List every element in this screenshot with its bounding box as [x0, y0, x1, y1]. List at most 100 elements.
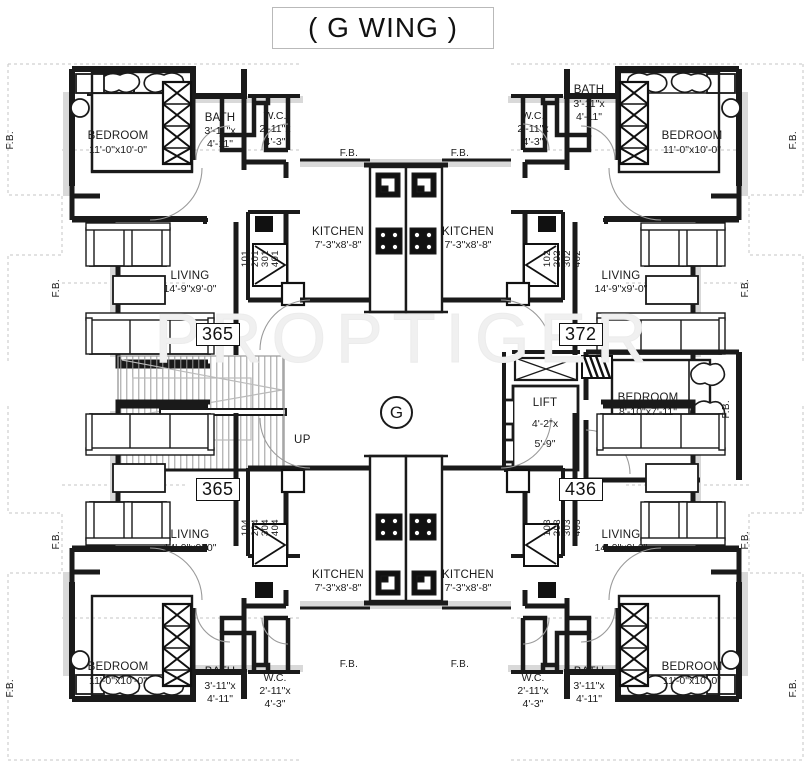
room-dim2-lift: 5'-9" [534, 438, 556, 450]
room-label-lift: LIFT [532, 397, 558, 409]
room-label-bath-bottom-right: BATH [573, 666, 605, 678]
door-swing-bath-top-right [522, 123, 662, 221]
unit-code: 403 [571, 519, 583, 537]
door-swing-bath-bottom-right [522, 547, 662, 645]
room-label-kitchen-top-left: KITCHEN [312, 226, 364, 238]
living-furniture-top-right [596, 222, 726, 355]
fb-label-right-mid-b: F.B. [739, 531, 751, 550]
room-label-kitchen-top-right: KITCHEN [442, 226, 494, 238]
fb-label-left-bottom: F.B. [4, 679, 16, 698]
room-label-bath-top-right: BATH [573, 84, 605, 96]
bath-hatch-bottom-left [161, 602, 193, 688]
room-dim1-wc-top-left: 2'-11"x [259, 123, 291, 135]
unit-code: 404 [269, 519, 281, 537]
room-label-living-top-right: LIVING [601, 270, 641, 282]
unit-code: 402 [571, 250, 583, 268]
room-label-bedroom-bottom-left: BEDROOM [87, 661, 149, 673]
unit-codes-bottom-right: 103 203 303 403 [542, 519, 583, 537]
unit-codes-bottom-left: 104 204 304 404 [240, 519, 281, 537]
page-title: ( G WING ) [308, 12, 458, 43]
room-dim2-bath-top-left: 4'-11" [207, 138, 233, 150]
room-dim2-wc-top-right: 4'-3" [522, 136, 544, 148]
room-dim-living-top-right: 14'-9"x9'-0" [594, 283, 648, 295]
kitchen-fittings-bottom-left [252, 468, 306, 598]
central-duct-top [300, 158, 511, 314]
bed-furniture-bottom-left [70, 650, 185, 696]
room-dim-living-top-left: 14'-9"x9'-0" [163, 283, 217, 295]
fb-label-top-center-right: F.B. [450, 148, 470, 159]
room-dim2-wc-top-left: 4'-3" [264, 136, 286, 148]
wing-title-box: ( G WING ) [272, 7, 494, 49]
bath-wc-walls-top-left [219, 94, 300, 153]
room-dim-bedroom-bottom-right: 11'-0"x10'-0" [663, 675, 721, 687]
room-label-bath-top-left: BATH [204, 112, 236, 124]
room-dim2-bath-bottom-right: 4'-11" [576, 693, 602, 705]
unit-code: 301 [259, 250, 271, 268]
room-label-wc-bottom-right: W.C. [521, 672, 545, 684]
room-dim-kitchen-top-left: 7'-3"x8'-8" [314, 239, 362, 251]
room-label-wc-bottom-left: W.C. [263, 672, 287, 684]
room-label-bath-bottom-left: BATH [204, 666, 236, 678]
unit-codes-top-left: 101 201 301 401 [240, 250, 281, 268]
stairs-up-label: UP [294, 434, 311, 446]
unit-code: 304 [259, 519, 271, 537]
fb-label-left-mid: F.B. [50, 279, 62, 298]
bath-wc-walls-bottom-right [511, 615, 592, 674]
bath-hatch-top-right [618, 80, 650, 166]
room-dim2-bath-top-right: 4'-11" [576, 111, 602, 123]
area-badge-bottom-right: 436 [559, 478, 603, 501]
room-dim-bedroom-small: 8'-10"x7'-11" [619, 406, 677, 418]
lift-block [502, 350, 580, 472]
kitchen-fittings-top-left [252, 216, 306, 307]
fb-label-right-bed: F.B. [720, 400, 732, 419]
area-badge-top-left: 365 [196, 323, 240, 346]
room-dim-living-bottom-right: 14'-9"x9'-0" [594, 542, 648, 554]
room-dim2-wc-bottom-left: 4'-3" [264, 698, 286, 710]
room-dim-kitchen-bottom-left: 7'-3"x8'-8" [314, 582, 362, 594]
living-furniture-bottom-right [596, 413, 726, 546]
fb-label-bottom-center-right: F.B. [450, 659, 470, 670]
fb-label-top-center-left: F.B. [339, 148, 359, 159]
area-badge-top-right: 372 [559, 323, 603, 346]
room-dim-bedroom-top-right: 11'-0"x10'-0" [663, 144, 721, 156]
door-swing-bath-bottom-left [149, 547, 289, 645]
wing-marker-g: G [380, 396, 413, 429]
unit-codes-top-right: 102 202 302 402 [542, 250, 583, 268]
room-dim1-wc-bottom-right: 2'-11"x [517, 685, 549, 697]
kitchen-fittings-bottom-right [505, 468, 559, 598]
room-dim1-bath-top-right: 3'-11"x [573, 98, 605, 110]
room-dim1-bath-bottom-left: 3'-11"x [204, 680, 236, 692]
kitchen-fittings-top-right [505, 216, 559, 307]
fb-label-bottom-center-left: F.B. [339, 659, 359, 670]
central-duct-bottom [300, 454, 511, 610]
door-swings-center-bottom [259, 417, 552, 469]
room-dim1-wc-bottom-left: 2'-11"x [259, 685, 291, 697]
room-label-bedroom-small: BEDROOM [617, 392, 679, 404]
room-label-kitchen-bottom-left: KITCHEN [312, 569, 364, 581]
room-dim1-bath-top-left: 3'-11"x [204, 125, 236, 137]
room-dim2-wc-bottom-right: 4'-3" [522, 698, 544, 710]
room-dim-bedroom-top-left: 11'-0"x10'-0" [89, 144, 147, 156]
room-label-kitchen-bottom-right: KITCHEN [442, 569, 494, 581]
room-label-bedroom-top-right: BEDROOM [661, 130, 723, 142]
room-label-living-top-left: LIVING [170, 270, 210, 282]
door-swing-bath-top-left [149, 123, 289, 221]
room-label-wc-top-right: W.C. [521, 110, 545, 122]
room-label-living-bottom-right: LIVING [601, 529, 641, 541]
fb-label-right-bottom: F.B. [787, 679, 799, 698]
room-dim-kitchen-top-right: 7'-3"x8'-8" [444, 239, 492, 251]
room-dim-living-bottom-left: 14'-9"x9'-0" [163, 542, 217, 554]
room-label-living-bottom-left: LIVING [170, 529, 210, 541]
unit-code: 302 [561, 250, 573, 268]
bath-hatch-top-left [161, 80, 193, 166]
bath-wc-walls-bottom-left [219, 615, 300, 674]
door-swings-center-top [259, 299, 552, 351]
living-furniture-bottom-left [85, 413, 215, 546]
fb-label-left-top: F.B. [4, 131, 16, 150]
room-label-bedroom-bottom-right: BEDROOM [661, 661, 723, 673]
bath-wc-walls-top-right [511, 94, 592, 153]
room-dim-kitchen-bottom-right: 7'-3"x8'-8" [444, 582, 492, 594]
unit-code: 303 [561, 519, 573, 537]
